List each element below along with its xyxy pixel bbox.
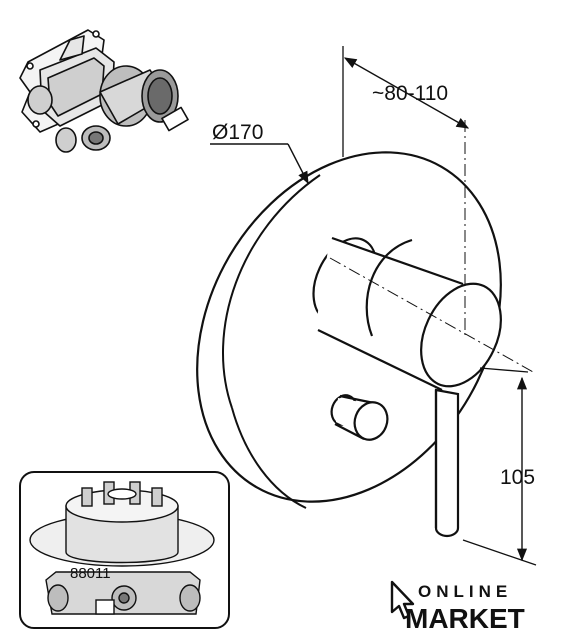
inset-box: 88011 <box>19 471 230 629</box>
mixer-handle-cylinder <box>312 236 502 392</box>
cursor-icon <box>390 580 415 620</box>
logo-line2: MARKET <box>405 603 525 634</box>
center-lines <box>329 120 536 374</box>
online-market-logo: ONLINE MARKET <box>390 580 525 634</box>
dimension-projection: ~80-110 <box>343 57 470 129</box>
projection-label: ~80-110 <box>372 82 448 105</box>
diverter-knob <box>330 394 389 441</box>
inset-valve-illustration <box>29 481 215 615</box>
height-label: 105 <box>500 466 535 489</box>
dimension-diameter: Ø170 <box>210 121 309 185</box>
diameter-label: Ø170 <box>212 121 263 144</box>
dimension-height: 105 <box>500 376 535 562</box>
lever-handle <box>434 388 460 538</box>
logo-line1: ONLINE <box>418 582 512 601</box>
part-number-label: 88011 <box>70 565 111 582</box>
valve-body-illustration <box>19 29 189 153</box>
